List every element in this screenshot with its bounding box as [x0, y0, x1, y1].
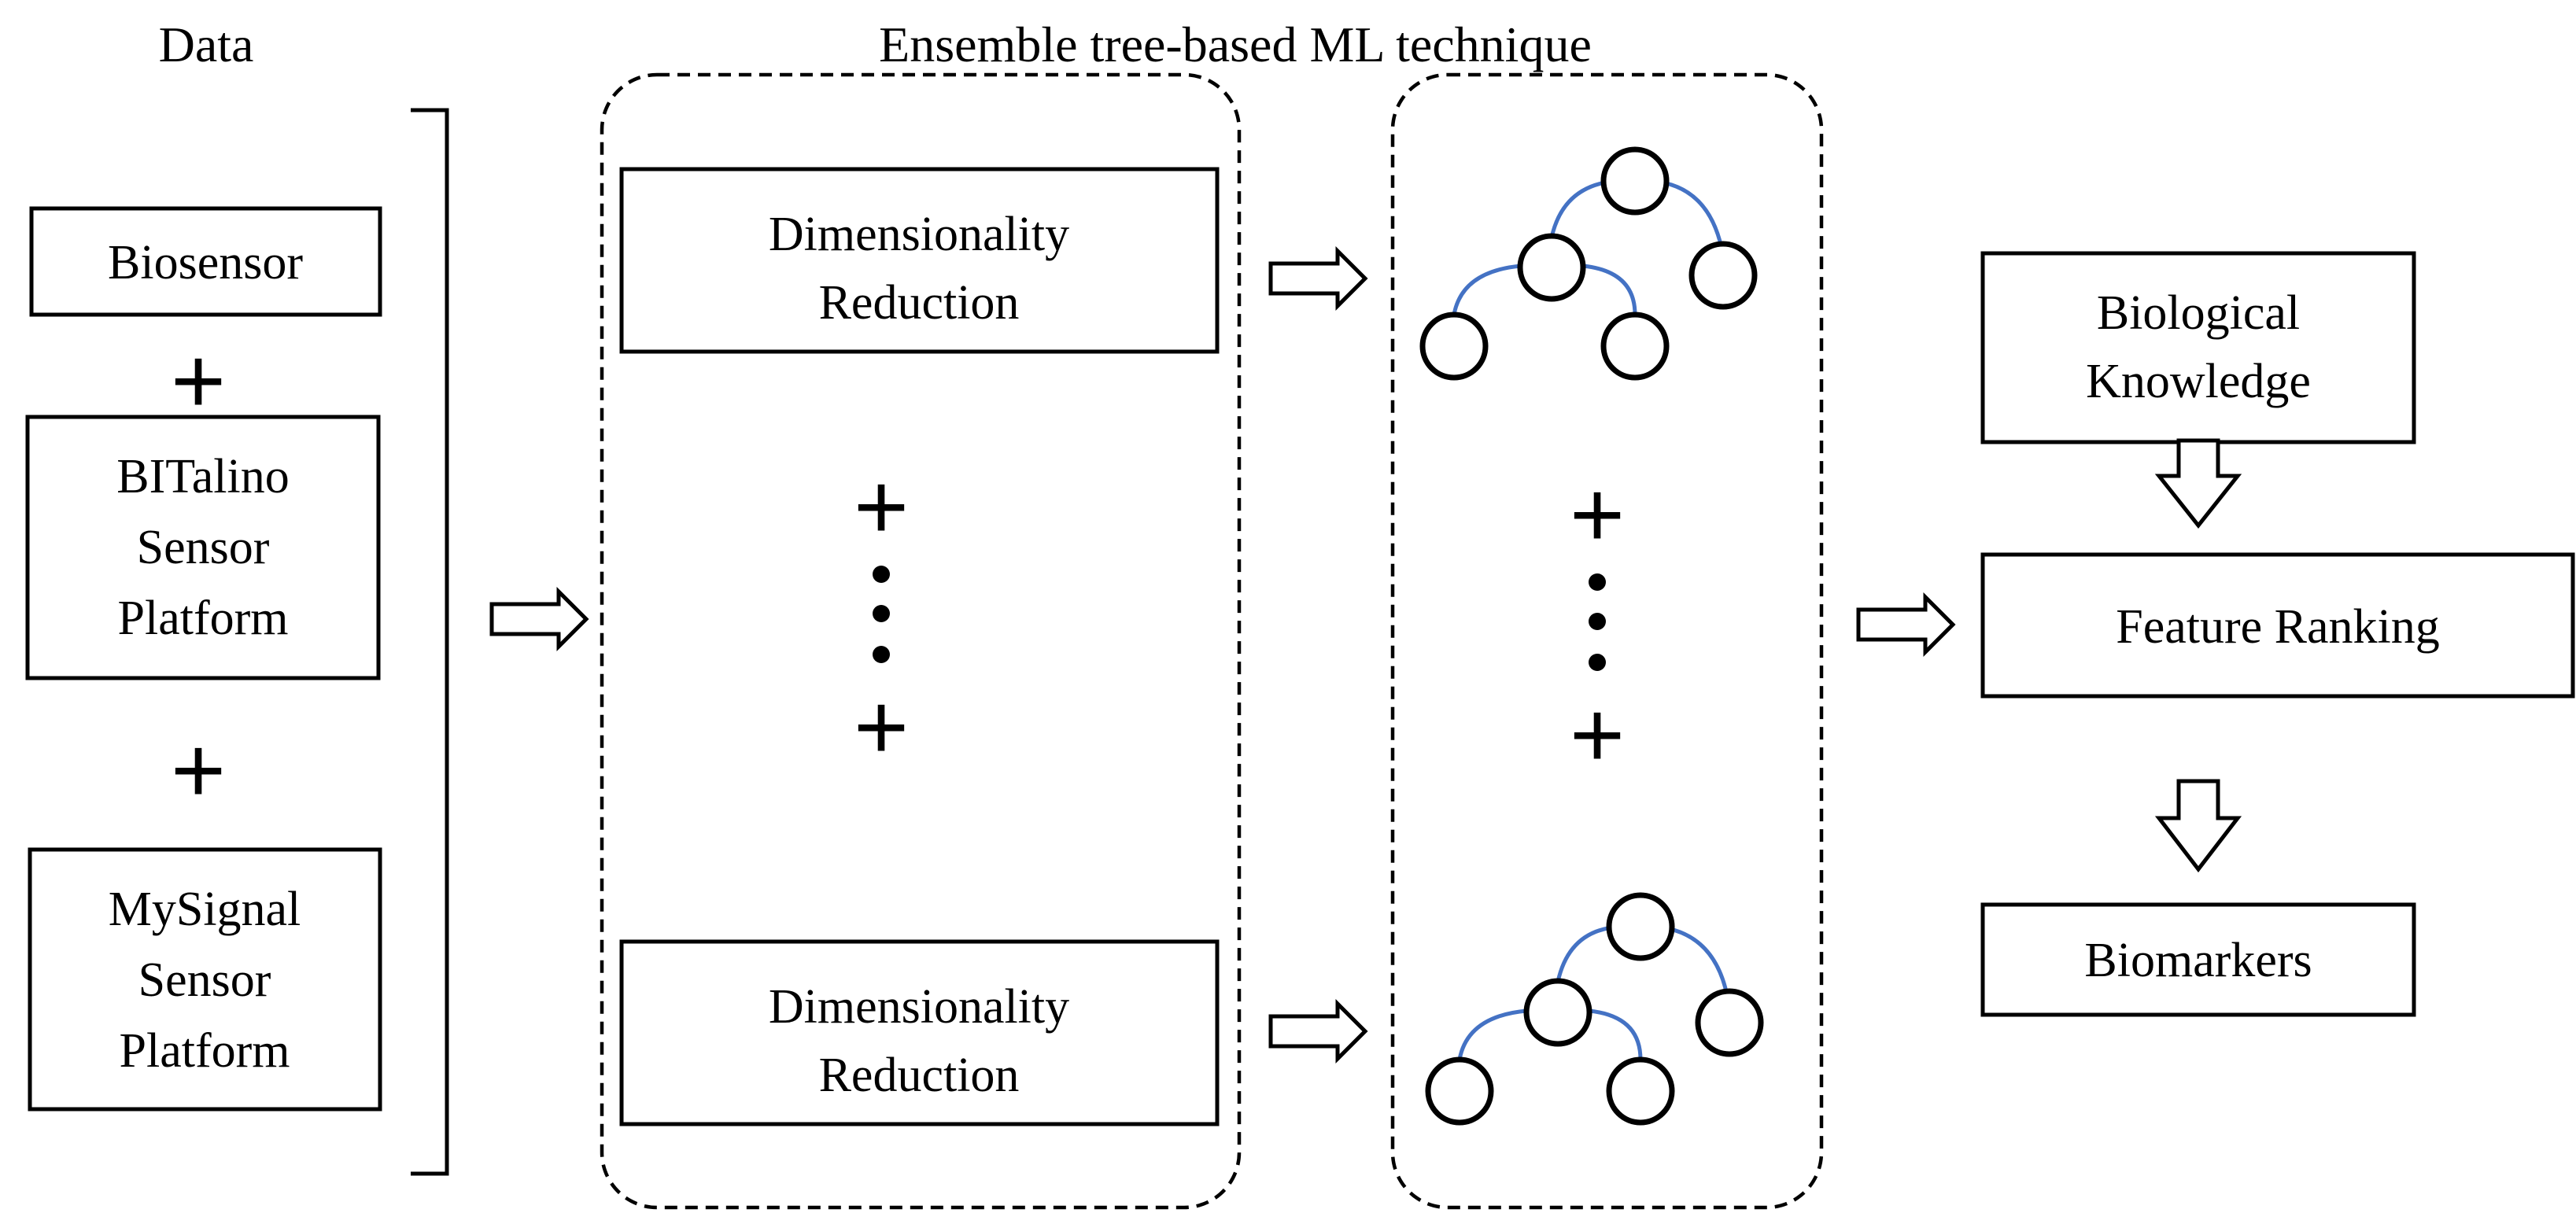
biological-knowledge-line-1: Biological — [2097, 286, 2300, 340]
biosensor-label: Biosensor — [108, 236, 303, 289]
bitalino-label-line-2: Sensor — [137, 521, 270, 574]
trees-plus-2: + — [1570, 682, 1625, 787]
output-column: Biological Knowledge Feature Ranking Bio… — [1980, 251, 2575, 1017]
tree-top-node-root — [1600, 146, 1670, 216]
tree-bottom-node-leaf-right — [1606, 1056, 1675, 1126]
arrow-reduction-to-tree-top — [1268, 245, 1368, 312]
arrow-reduction-to-tree-bottom — [1268, 998, 1368, 1064]
feature-ranking-box — [1980, 552, 2575, 699]
reduction-bottom-line-2: Reduction — [819, 1049, 1020, 1102]
trees-ellipsis-dot-2 — [1589, 613, 1606, 630]
header-data: Data — [159, 17, 254, 72]
feature-ranking-label: Feature Ranking — [2116, 600, 2440, 654]
reduction-ellipsis-dot-3 — [873, 646, 890, 663]
reduction-box-top — [619, 167, 1220, 354]
data-column: Biosensor + BITalino Sensor Platform + M… — [25, 108, 449, 1176]
tree-top-node-leaf-left — [1419, 312, 1489, 381]
decision-tree-top — [1419, 146, 1758, 381]
tree-bottom-node-leaf-left — [1425, 1056, 1494, 1126]
tree-bottom-node-mid — [1523, 978, 1592, 1047]
reduction-dashed-group — [600, 72, 1242, 1210]
bitalino-label-line-1: BITalino — [116, 450, 290, 503]
biomarkers-box — [1980, 902, 2416, 1017]
mysignal-label-line-3: Platform — [120, 1024, 290, 1078]
arrow-trees-to-ranking — [1856, 592, 1956, 658]
tree-top-node-right — [1688, 241, 1758, 310]
tree-bottom-node-right — [1695, 988, 1764, 1057]
reduction-plus-1: + — [854, 454, 909, 559]
reduction-box-bottom — [619, 939, 1220, 1126]
reduction-panel: Dimensionality Reduction + + Dimensional… — [600, 72, 1242, 1210]
decision-tree-bottom — [1425, 892, 1764, 1126]
biological-knowledge-box — [1980, 251, 2416, 444]
reduction-ellipsis-dot-1 — [873, 566, 890, 583]
tree-bottom-edge-mid-right — [1589, 1008, 1643, 1060]
arrow-ranking-to-biomarkers — [2154, 779, 2242, 873]
mysignal-label-line-2: Sensor — [138, 953, 271, 1007]
bitalino-box — [25, 415, 381, 680]
trees-plus-1: + — [1570, 462, 1625, 567]
reduction-plus-2: + — [854, 674, 909, 780]
biosensor-box — [29, 206, 382, 317]
biomarkers-label: Biomarkers — [2084, 934, 2312, 987]
tree-top-node-leaf-right — [1600, 312, 1670, 381]
reduction-ellipsis-dot-2 — [873, 605, 890, 622]
tree-bottom-node-root — [1606, 892, 1675, 961]
reduction-top-line-1: Dimensionality — [769, 208, 1069, 261]
plus-sign-2: + — [171, 717, 226, 823]
tree-bottom-edge-mid-left — [1457, 1008, 1527, 1060]
header-ensemble: Ensemble tree-based ML technique — [879, 17, 1592, 72]
tree-top-node-mid — [1517, 233, 1586, 302]
bitalino-label-line-3: Platform — [118, 592, 289, 645]
data-bracket — [411, 108, 449, 1176]
trees-ellipsis-dot-3 — [1589, 654, 1606, 671]
biological-knowledge-line-2: Knowledge — [2086, 355, 2311, 408]
reduction-bottom-line-1: Dimensionality — [769, 980, 1069, 1034]
trees-ellipsis-dot-1 — [1589, 573, 1606, 591]
arrow-knowledge-to-ranking — [2154, 438, 2242, 529]
mysignal-label-line-1: MySignal — [109, 883, 301, 936]
arrow-data-to-ensemble — [489, 586, 589, 652]
trees-panel: + + — [1390, 72, 1824, 1210]
tree-top-edge-mid-right — [1582, 264, 1637, 315]
reduction-top-line-2: Reduction — [819, 276, 1020, 330]
mysignal-box — [28, 847, 382, 1112]
tree-top-edge-mid-left — [1452, 264, 1522, 315]
